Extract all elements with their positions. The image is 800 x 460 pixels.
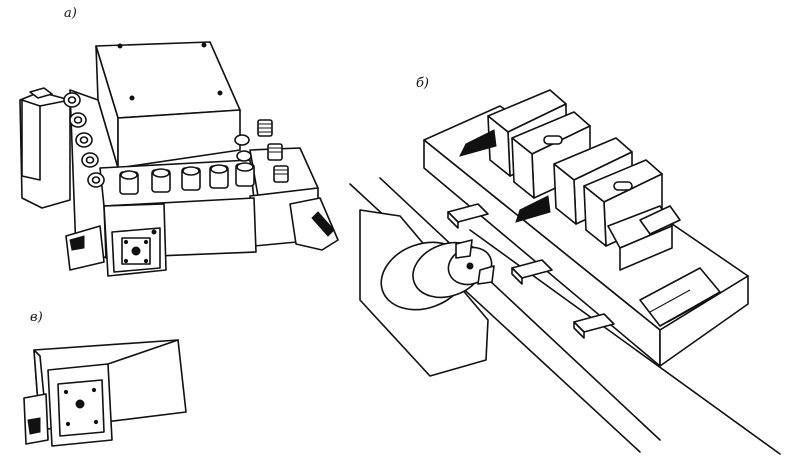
top-cover-box — [96, 42, 240, 168]
left-tool-holders — [64, 93, 104, 187]
spindle-chuck — [360, 210, 497, 376]
loose-inserts — [448, 204, 614, 338]
right-cutting-tool — [290, 198, 338, 250]
figure-label-v: в) — [30, 310, 43, 325]
front-clamp-plate — [66, 204, 166, 276]
left-housing — [20, 88, 70, 208]
figure-v-tool-holder — [24, 340, 186, 446]
figure-a-turret-head — [20, 42, 338, 276]
front-tool-holders — [120, 163, 254, 194]
figure-label-b: б) — [416, 76, 430, 91]
clamp-blocks — [608, 206, 680, 270]
figure-b-tool-slide — [350, 90, 780, 454]
figure-label-a: а) — [64, 6, 77, 21]
right-screws — [235, 120, 288, 182]
